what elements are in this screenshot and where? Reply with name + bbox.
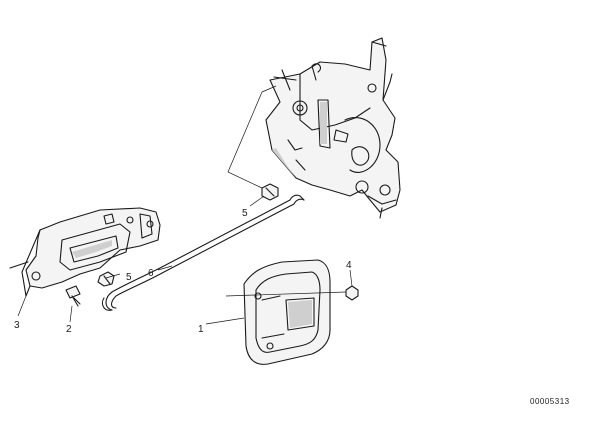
leader-lines [17, 195, 353, 325]
bezel-screw [225, 285, 359, 301]
clip-lower [97, 271, 115, 287]
operating-rod [101, 194, 305, 311]
diagram-reference-number: 00005313 [530, 397, 570, 406]
callout-3: 3 [14, 320, 20, 331]
callout-2: 2 [66, 324, 72, 335]
callout-5-lower: 5 [126, 272, 132, 283]
callout-1: 1 [198, 324, 204, 335]
callout-6: 6 [148, 268, 154, 279]
callout-5-upper: 5 [242, 208, 248, 219]
lock-rod-bracket [227, 85, 277, 189]
callout-4: 4 [346, 260, 352, 271]
screw [65, 285, 81, 307]
clip-upper [261, 183, 279, 201]
handle-bezel [243, 259, 331, 365]
door-lock-mechanism [265, 37, 401, 219]
inner-door-handle [9, 207, 161, 297]
